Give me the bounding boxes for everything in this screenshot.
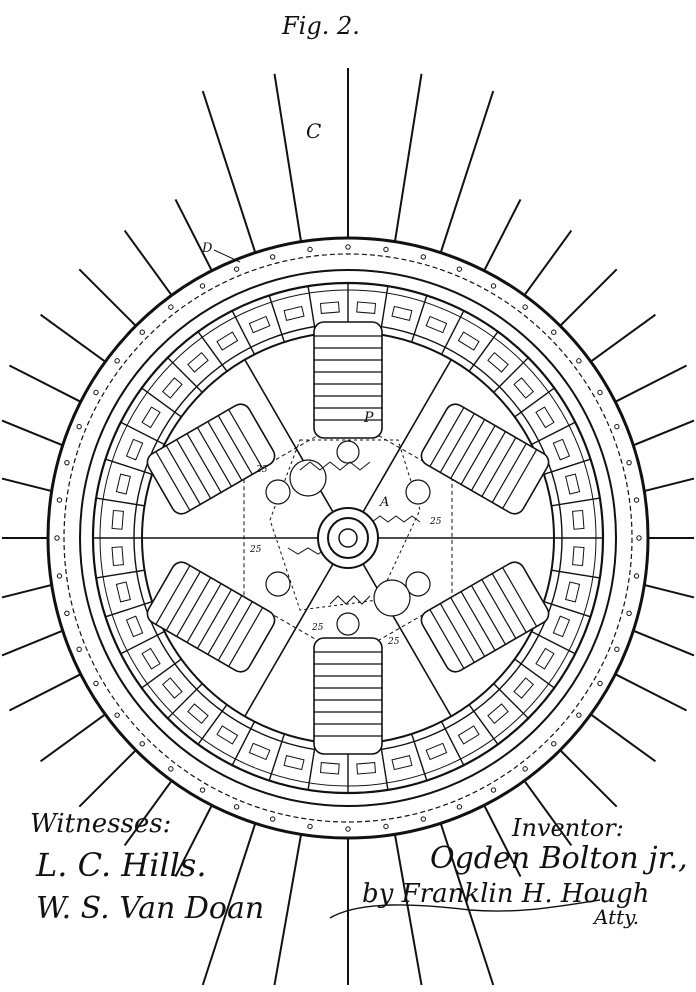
inventor-heading: Inventor:: [511, 814, 624, 842]
gear-mark: 25: [429, 517, 442, 527]
witness-signature-1: L. C. Hills.: [35, 846, 206, 884]
witnesses-block: Witnesses: L. C. Hills. W. S. Van Doan: [30, 809, 264, 926]
inventor-signature: Ogden Bolton jr.,: [430, 841, 688, 876]
attorney-signature: by Franklin H. Hough: [362, 879, 649, 909]
inventor-block: Inventor: Ogden Bolton jr., by Franklin …: [329, 814, 688, 929]
gear-markings: 25 25 25 25 25: [249, 465, 442, 647]
attorney-title: Atty.: [592, 905, 639, 929]
label-d: D: [201, 241, 213, 256]
label-a: A: [379, 495, 389, 510]
attorney-flourish: [329, 899, 601, 919]
witnesses-heading: Witnesses:: [30, 809, 171, 839]
gear-mark: 25: [387, 637, 400, 647]
hub: [317, 507, 379, 569]
gear-mark: 25: [255, 465, 268, 475]
central-gearing: [265, 440, 431, 636]
armature-segments: [93, 283, 603, 793]
label-d-leader: [213, 249, 241, 263]
gear-mark: 25: [311, 623, 324, 633]
spokes: [1, 68, 695, 986]
figure-title: Fig. 2.: [281, 12, 360, 40]
witness-signature-2: W. S. Van Doan: [36, 891, 264, 926]
label-p: P: [363, 410, 374, 426]
rim-bolts: [54, 244, 642, 832]
label-c: C: [306, 119, 321, 143]
gear-mark: 25: [249, 545, 262, 555]
